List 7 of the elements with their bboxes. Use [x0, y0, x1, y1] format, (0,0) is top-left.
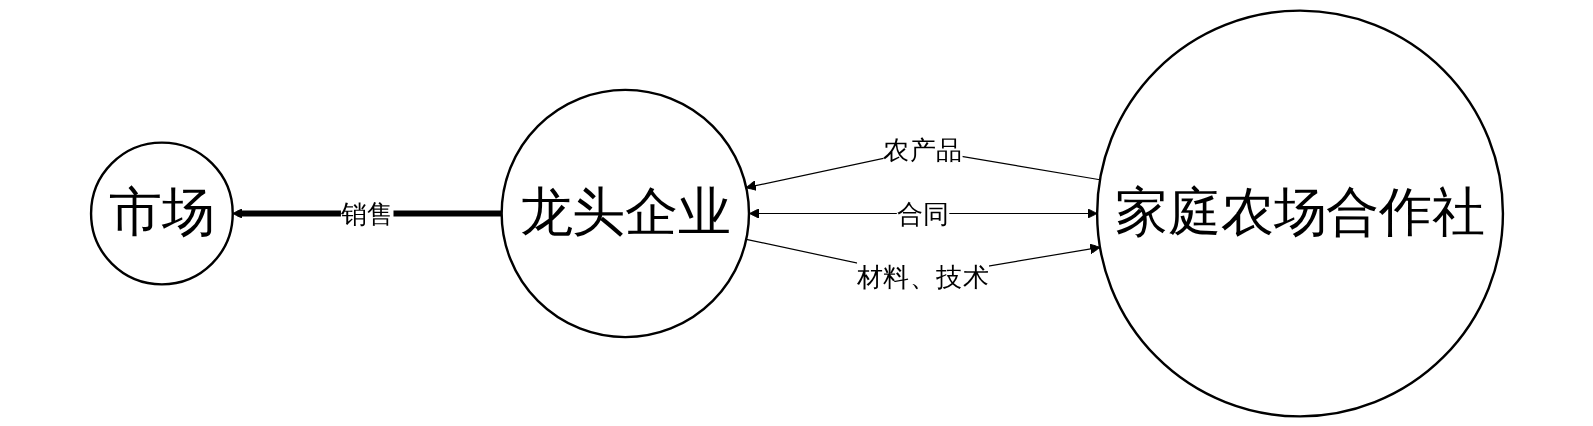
node-circle: 市场: [89, 140, 234, 286]
node-circle: 龙头企业: [499, 88, 750, 338]
edge-label: 销售: [340, 197, 394, 229]
edge-label: 农产品: [882, 134, 963, 165]
edge-label: 材料、技术: [856, 261, 989, 292]
node-circle: 家庭农场合作社: [1095, 8, 1504, 418]
edge-label: 合同: [896, 197, 949, 229]
